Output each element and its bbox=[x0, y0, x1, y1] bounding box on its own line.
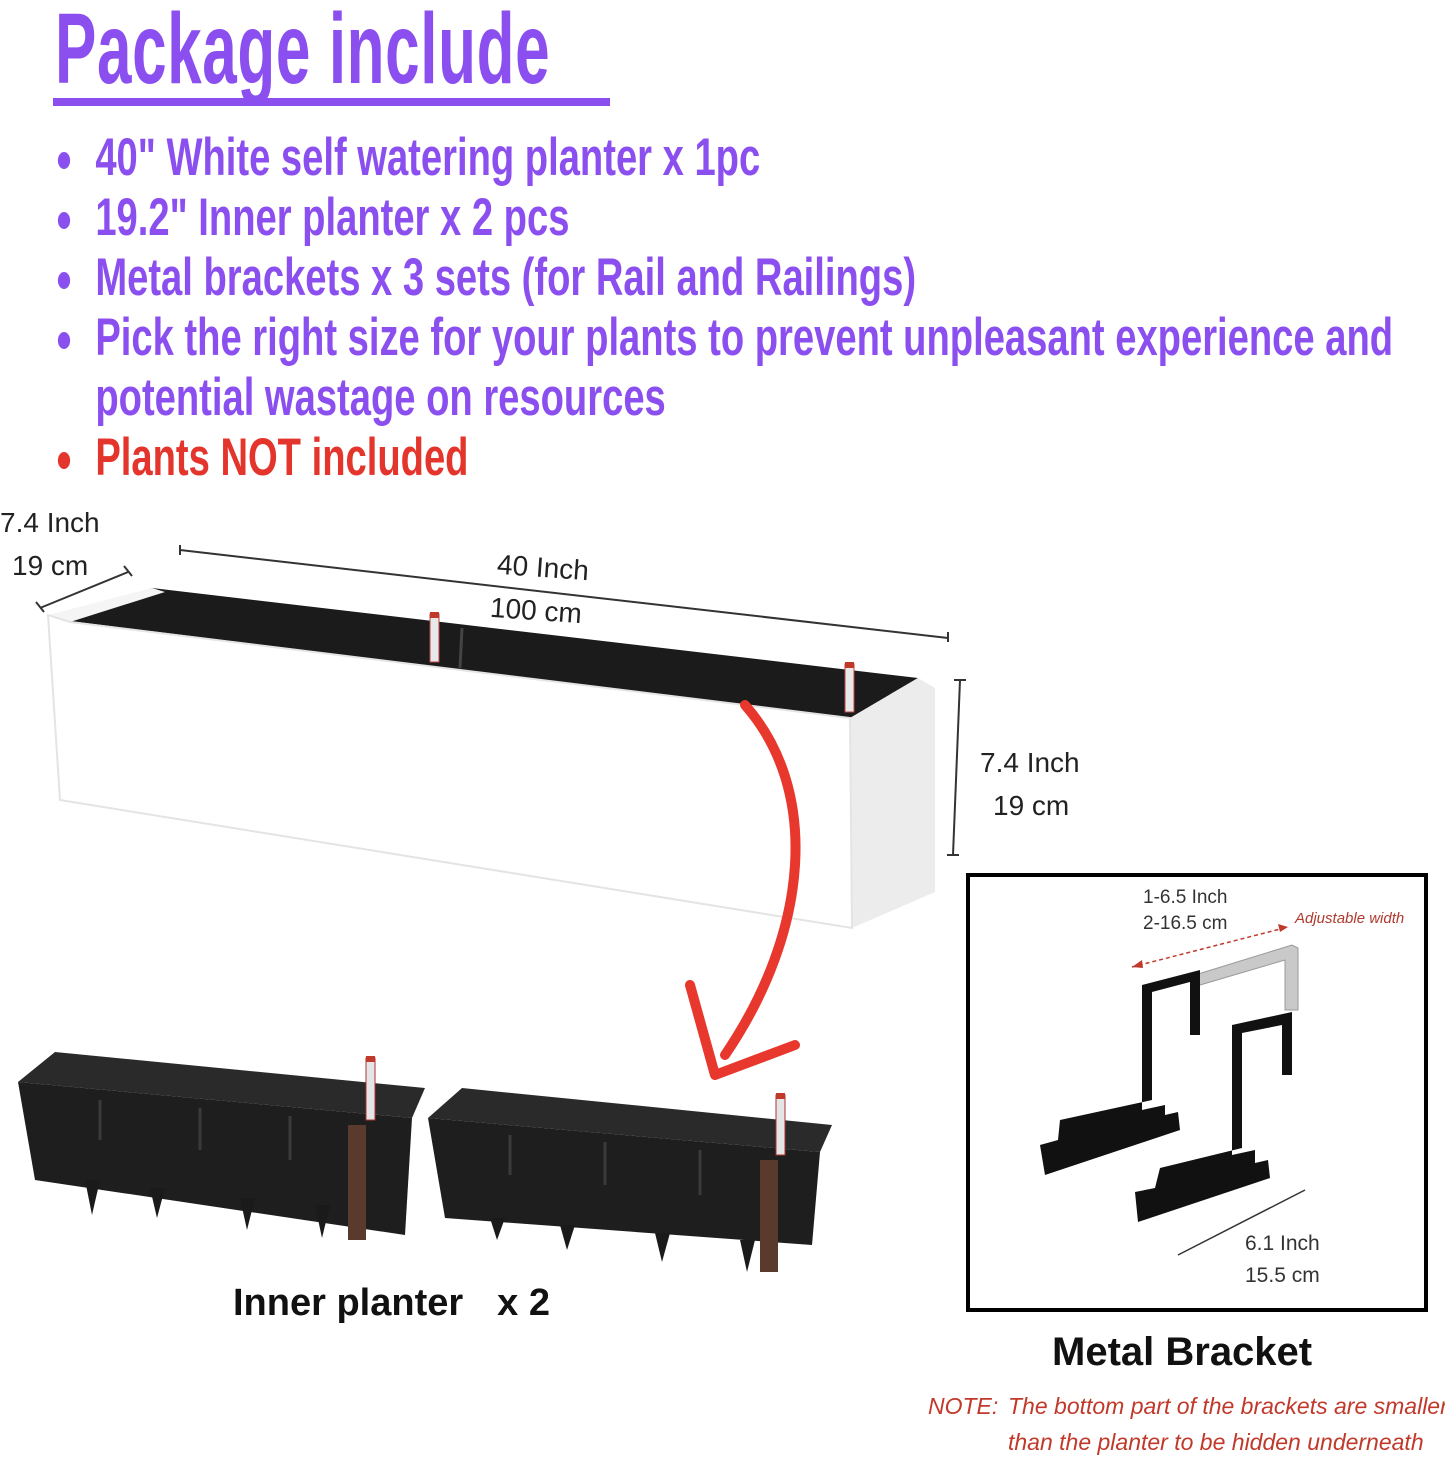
list-item-text: 19.2" Inner planter x 2 pcs bbox=[95, 188, 570, 247]
bracket-width-inch: 1-6.5 Inch bbox=[1143, 887, 1228, 908]
package-list: 40" White self watering planter x 1pc 19… bbox=[55, 128, 1393, 488]
inner-planter-2 bbox=[428, 1088, 832, 1272]
red-arrow bbox=[685, 700, 801, 1080]
bracket-panel bbox=[966, 873, 1428, 1312]
note-line-1: The bottom part of the brackets are smal… bbox=[1008, 1393, 1445, 1419]
metal-bracket-drawing bbox=[1040, 924, 1306, 1256]
list-item: Pick the right size for your plants to p… bbox=[55, 308, 1393, 428]
list-item-warning: Plants NOT included bbox=[55, 428, 1279, 488]
list-item-text: 40" White self watering planter x 1pc bbox=[95, 128, 761, 187]
length-cm-label: 100 cm bbox=[489, 591, 583, 630]
depth-cm-label: 19 cm bbox=[12, 550, 89, 581]
outer-planter bbox=[46, 588, 935, 930]
note-text: NOTE: The bottom part of the brackets are… bbox=[928, 1388, 1445, 1460]
title-underline bbox=[53, 98, 610, 106]
list-item: Metal brackets x 3 sets (for Rail and Ra… bbox=[55, 248, 1279, 308]
dimension-lines bbox=[35, 545, 966, 856]
bracket-width-cm: 2-16.5 cm bbox=[1143, 913, 1228, 934]
length-inch-label: 40 Inch bbox=[496, 548, 590, 587]
list-item-text: Pick the right size for your plants to p… bbox=[95, 308, 1394, 367]
depth-inch-label: 7.4 Inch bbox=[0, 507, 100, 538]
metal-bracket-caption: Metal Bracket bbox=[1052, 1330, 1313, 1374]
list-item-text: Plants NOT included bbox=[95, 428, 469, 487]
note-line-2: than the planter to be hidden underneath bbox=[1008, 1429, 1424, 1455]
inner-planter-label: Inner planter bbox=[233, 1282, 464, 1324]
inner-planter-1 bbox=[18, 1052, 425, 1240]
page-title: Package include bbox=[55, 0, 551, 105]
height-inch-label: 7.4 Inch bbox=[980, 747, 1080, 778]
bracket-arm-inch: 6.1 Inch bbox=[1245, 1232, 1320, 1255]
note-label: NOTE: bbox=[928, 1393, 999, 1419]
list-item: 19.2" Inner planter x 2 pcs bbox=[55, 188, 1279, 248]
bracket-arm-cm: 15.5 cm bbox=[1245, 1264, 1320, 1287]
list-item: 40" White self watering planter x 1pc bbox=[55, 128, 1279, 188]
inner-planter-caption: Inner planter x 2 bbox=[233, 1282, 550, 1325]
list-item-continuation: potential wastage on resources bbox=[95, 368, 666, 427]
list-item-text: Metal brackets x 3 sets (for Rail and Ra… bbox=[95, 248, 917, 307]
height-cm-label: 19 cm bbox=[993, 790, 1070, 821]
inner-planter-qty: x 2 bbox=[497, 1282, 550, 1324]
adjustable-width-label: Adjustable width bbox=[1295, 910, 1405, 927]
